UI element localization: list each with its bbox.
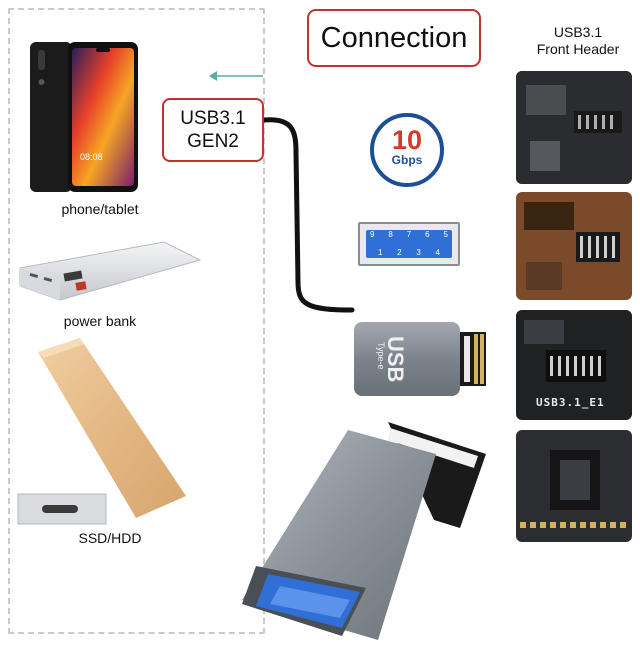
device-label-ssd: SSD/HDD: [78, 530, 142, 546]
cable-icon: [262, 117, 355, 313]
board-silkscreen: USB3.1_E1: [536, 396, 605, 409]
pin-label: 9: [370, 230, 375, 239]
front-header-line2: Front Header: [536, 41, 620, 57]
speed-badge: 10 Gbps: [370, 113, 444, 187]
device-label-power-bank: power bank: [63, 313, 137, 329]
motherboard-photo-1: [516, 71, 632, 184]
usb-gen2-label: USB3.1 GEN2: [162, 98, 264, 162]
connection-title: Connection: [307, 9, 481, 67]
power-bank-image: [14, 238, 204, 316]
ssd-enclosure-image: [16, 336, 192, 526]
adapter-print-large: USB: [383, 336, 408, 383]
pin-label: 4: [435, 248, 440, 257]
pin-label: 3: [416, 248, 421, 257]
adapter-small-image: [352, 318, 502, 400]
pin-label: 8: [388, 230, 393, 239]
usb-label-line2: GEN2: [187, 131, 239, 152]
pin-label: 6: [425, 230, 430, 239]
speed-unit: Gbps: [391, 153, 423, 167]
motherboard-photo-2: [516, 192, 632, 300]
motherboard-photo-3: USB3.1_E1: [516, 310, 632, 420]
front-header-line1: USB3.1: [553, 24, 603, 40]
adapter-large-image: [238, 410, 490, 642]
speed-value: 10: [391, 125, 423, 155]
pin-label: 1: [378, 248, 383, 257]
phone-image: 08:08: [28, 42, 140, 194]
usb-label-line1: USB3.1: [180, 108, 246, 129]
device-panel: [8, 8, 265, 634]
motherboard-photo-4: [516, 430, 632, 542]
front-header-title: USB3.1 Front Header: [520, 24, 636, 58]
pin-label: 2: [397, 248, 402, 257]
device-label-phone: phone/tablet: [61, 201, 139, 217]
usb-port-diagram: 9 8 7 6 5 1 2 3 4: [358, 222, 460, 266]
svg-text:08:08: 08:08: [80, 152, 103, 162]
arrow-left-icon: [209, 71, 263, 81]
pin-label: 7: [406, 230, 412, 239]
pin-label: 5: [443, 230, 448, 239]
